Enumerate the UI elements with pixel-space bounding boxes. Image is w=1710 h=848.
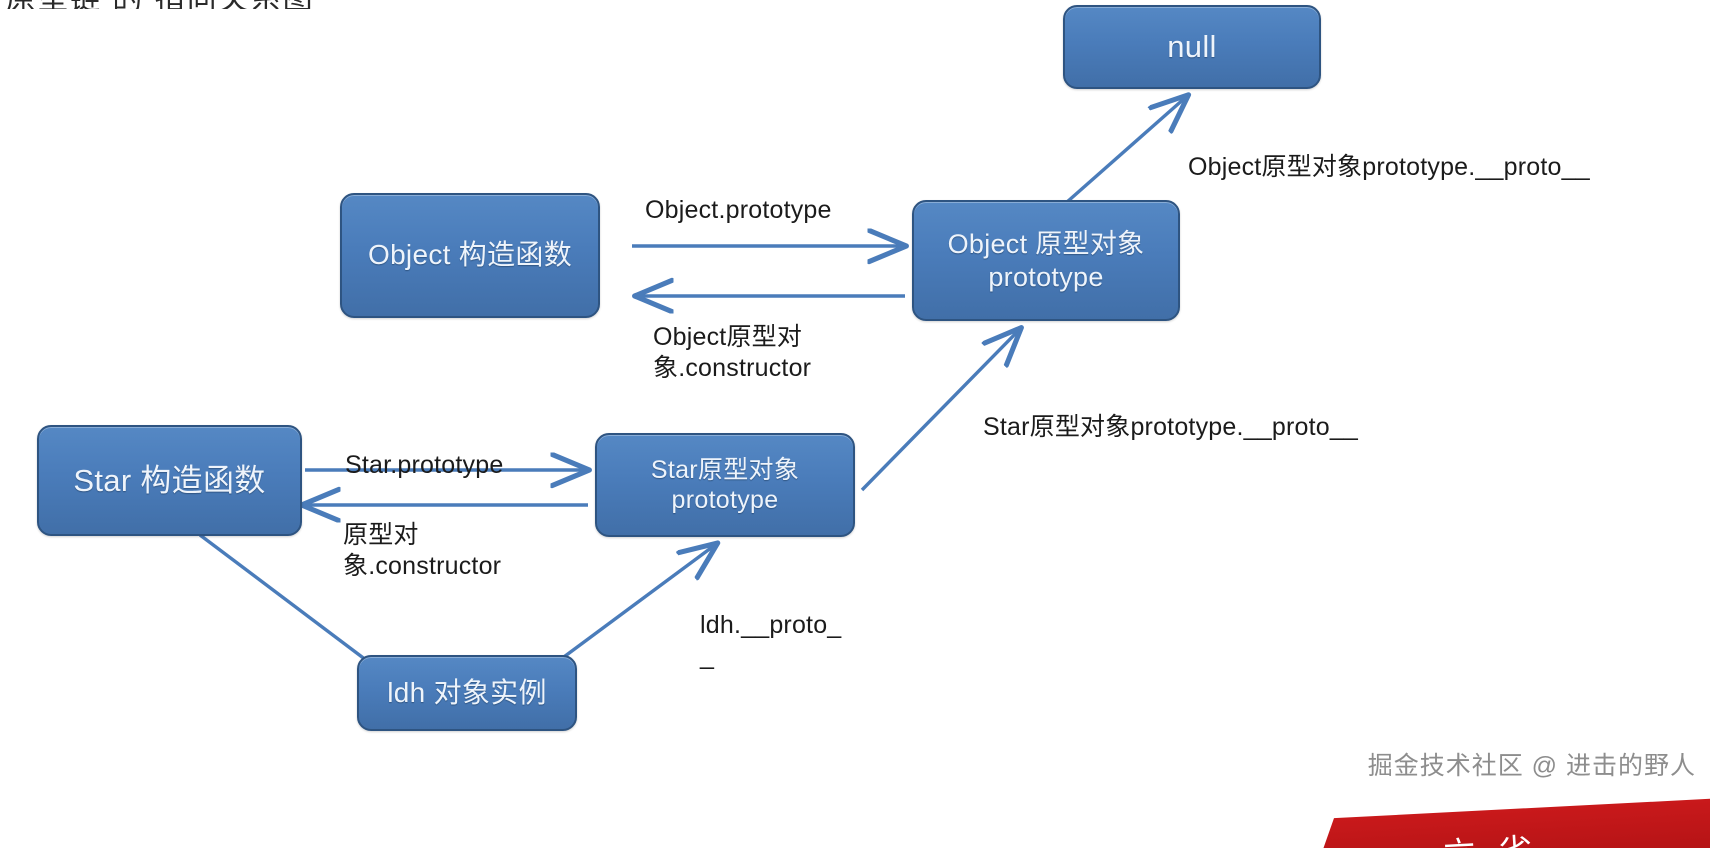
node-null-label: null [1167, 29, 1217, 65]
arrow-object-prototype-to-null [1065, 97, 1186, 204]
node-object-constructor[interactable]: Object 构造函数 [340, 193, 600, 318]
label-star-proto-proto: Star原型对象prototype.__proto__ [983, 413, 1359, 441]
node-object-constructor-label: Object 构造函数 [367, 239, 572, 271]
label-star-prototype: Star.prototype [345, 451, 504, 479]
watermark: 掘金技术社区 @ 进击的野人 [1367, 752, 1696, 780]
node-star-constructor-label: Star 构造函数 [73, 462, 266, 498]
label-object-prototype: Object.prototype [645, 196, 832, 224]
node-star-prototype-label: Star原型对象 prototype [650, 455, 800, 515]
label-ldh-proto: ldh.__proto_ _ [700, 611, 842, 670]
node-null[interactable]: null [1063, 5, 1321, 89]
label-star-constructor: 原型对 象.constructor [343, 521, 502, 580]
top-cropped-heading-text: 原型链 的 指向关系图 [6, 0, 315, 9]
node-object-prototype-label: Object 原型对象 prototype [947, 228, 1145, 292]
node-star-prototype[interactable]: Star原型对象 prototype [595, 433, 855, 537]
arrow-ldh-to-star-prototype [551, 545, 715, 667]
node-ldh-instance-label: ldh 对象实例 [387, 676, 547, 708]
node-ldh-instance[interactable]: ldh 对象实例 [357, 655, 577, 731]
label-object-constructor: Object原型对 象.constructor [653, 323, 812, 382]
arrow-star-prototype-to-object-prototype [860, 330, 1019, 492]
red-ribbon-text: 立 省 [1441, 823, 1540, 848]
node-object-prototype[interactable]: Object 原型对象 prototype [912, 200, 1180, 321]
top-cropped-heading: 原型链 的 指向关系图 [0, 0, 700, 9]
red-ribbon-banner: 立 省 [1301, 796, 1710, 848]
label-object-proto-proto: Object原型对象prototype.__proto__ [1188, 153, 1590, 181]
node-star-constructor[interactable]: Star 构造函数 [37, 425, 302, 536]
